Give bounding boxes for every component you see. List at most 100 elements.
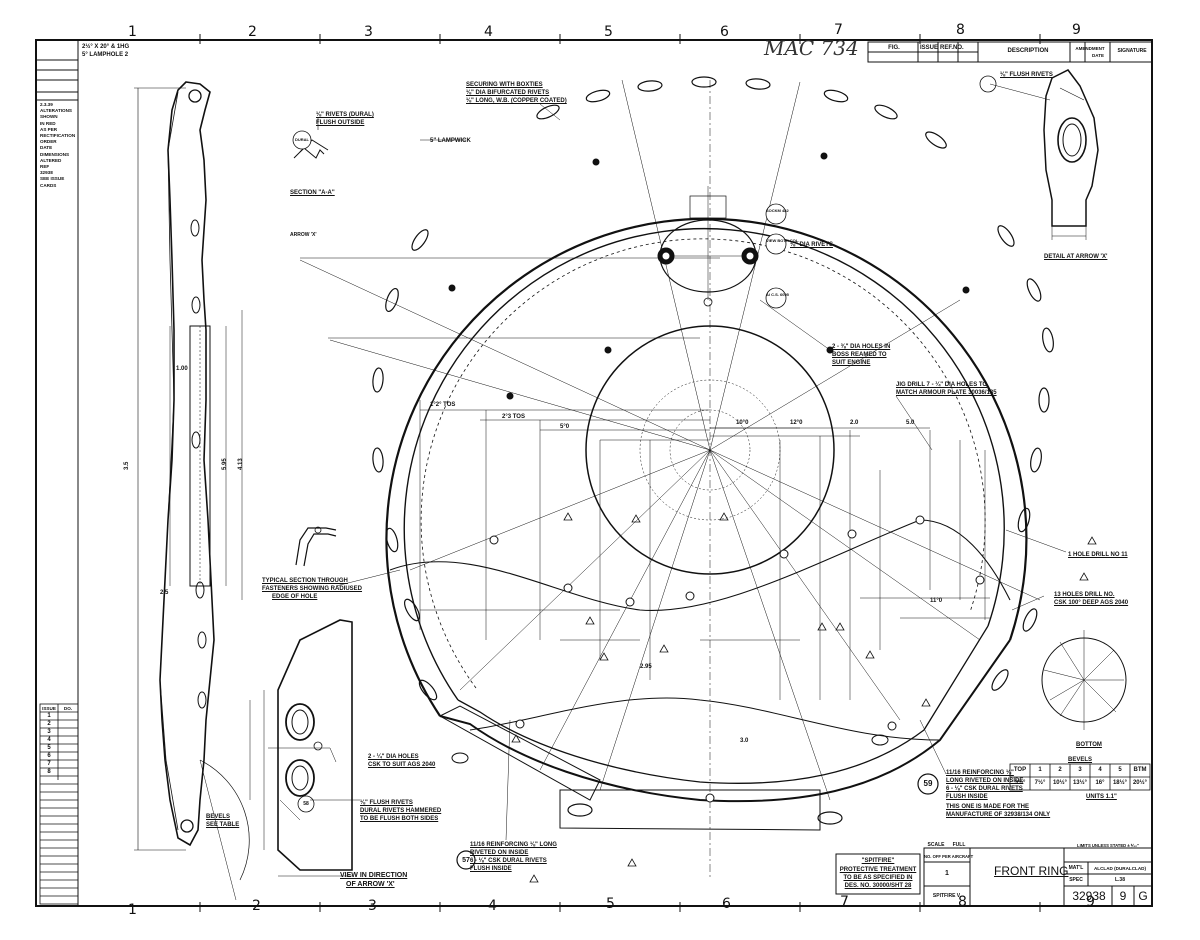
grid-number-bottom-4: 4: [488, 898, 497, 914]
dim-boss-height: 5.95: [222, 458, 228, 470]
revision-block: [867, 41, 1153, 63]
bevels-value: 13½°: [1072, 780, 1088, 786]
grid-number-top-1: 1: [128, 24, 137, 40]
left-note: REF: [40, 164, 50, 170]
grid-number-top-3: 3: [364, 24, 373, 40]
callout-flush-rivets-top: ⅛" FLUSH RIVETS: [1000, 72, 1053, 78]
left-note: IN RED: [40, 120, 56, 126]
left-notes-column: 2.3.39 ALTERATIONS SHOWN IN RED AS PER R…: [40, 102, 78, 189]
tb-mat-value: ALCLAD (DURALCLAD): [1093, 866, 1147, 871]
callout-reinforcing-1: 11/16 REINFORCING ⅛" LONG: [470, 842, 557, 848]
bevels-value: 16°: [1095, 780, 1105, 786]
circle-58: 58: [303, 801, 309, 807]
grid-number-bottom-8: 8: [958, 894, 967, 910]
tb-no-off-value: 1: [945, 870, 949, 877]
callout-copper: ⅛" LONG, W.B. (COPPER COATED): [466, 98, 567, 104]
issue-row: 6: [47, 753, 51, 759]
typical-section-sketch: [295, 526, 337, 567]
bevels-value: 7½°: [1034, 780, 1046, 786]
callout-detail-arrow: DETAIL AT ARROW 'X': [1044, 254, 1108, 260]
rivet-label-view: VIEW BOTH COL.: [766, 238, 800, 243]
rivet-markers: [292, 75, 997, 870]
grid-number-bottom-9: 9: [1086, 894, 1095, 910]
callout-flush-both: TO BE FLUSH BOTH SIDES: [360, 816, 439, 822]
left-note: DIMENSIONS: [40, 151, 70, 157]
grid-number-top-4: 4: [484, 24, 493, 40]
grid-number-bottom-2: 2: [252, 898, 261, 914]
callout-boss-reamed: BOSS REAMED TO: [832, 352, 887, 358]
rivet-label-al: Al C.S. 6005: [766, 292, 789, 297]
ring-dim: 5°0: [560, 424, 570, 430]
callout-bevels-left: BEVELS: [206, 814, 231, 820]
spitfire-box-frame: [835, 853, 921, 895]
left-note: SEE ISSUE: [40, 176, 65, 182]
handwritten-reference: MAC 734: [764, 36, 859, 60]
spitfire-box-line: TO BE AS SPECIFIED IN: [843, 875, 913, 881]
issue-row: 5: [47, 745, 51, 751]
detail-arrow-x: [1043, 69, 1099, 240]
left-note: SHOWN: [40, 114, 58, 120]
leader-lines: [279, 83, 1067, 841]
rivet-label-sockm: SOCKM 482: [766, 208, 789, 213]
callout-armour-plate: MATCH ARMOUR PLATE 30036/135: [896, 390, 997, 396]
left-note: DATE: [40, 145, 53, 151]
grid-number-top-5: 5: [604, 24, 613, 40]
issue-row: 8: [47, 769, 51, 775]
tb-spec-label: SPEC: [1069, 877, 1083, 883]
bevels-header: 4: [1098, 767, 1102, 773]
callout-see-table: SEE TABLE: [206, 822, 240, 828]
issue-row: 1: [47, 713, 51, 719]
circle-57: 57: [462, 857, 470, 864]
tb-spec-value: L.38: [1114, 877, 1125, 883]
callout-csk-holes: CSK TO SUIT AGS 2040: [368, 762, 436, 768]
callout-reinforcing-4: FLUSH INSIDE: [470, 866, 512, 872]
left-note: 2.3.39: [40, 102, 53, 107]
rev-header-description: DESCRIPTION: [1007, 48, 1049, 54]
dim-width: 1.00: [176, 366, 188, 372]
grid-number-top-8: 8: [956, 22, 965, 38]
tb-scale-value: FULL: [952, 842, 966, 848]
callout-drill-hole: 1 HOLE DRILL NO 11: [1068, 552, 1128, 558]
grid-number-bottom-1: 1: [128, 902, 137, 918]
left-note: ORDER: [40, 139, 57, 145]
left-profile-view: [134, 81, 250, 901]
callout-holes-13-a: 13 HOLES DRILL NO.: [1054, 592, 1115, 598]
bevels-table-frame: [1009, 763, 1151, 791]
left-note: ALTERED: [40, 157, 62, 163]
dim-lower: 2.5: [160, 590, 169, 596]
callout-reinforcing-2: RIVETED ON INSIDE: [470, 850, 529, 856]
spitfire-box-line: DES. NO. 30000/SHT 28: [844, 883, 912, 889]
bevels-value: 3½°: [1014, 780, 1026, 786]
grid-number-bottom-3: 3: [368, 898, 377, 914]
callout-reinf-right-1: 11/16 REINFORCING ⅛": [946, 770, 1014, 776]
rev-header-ref: REF.NO.: [940, 45, 964, 51]
dim-overall-height: 3.5: [124, 461, 130, 470]
front-ring-main-view: [299, 76, 1054, 880]
bevels-value: 18½°: [1112, 780, 1128, 786]
grid-number-bottom-5: 5: [606, 896, 615, 912]
ring-dim: 5.0: [906, 420, 915, 426]
left-note: AS PER: [40, 126, 58, 132]
bevels-value: 10½°: [1052, 780, 1068, 786]
tb-part-number: 32938: [1072, 889, 1106, 903]
tb-mat-label: MAT'L: [1068, 865, 1084, 871]
tb-limits: LIMITS UNLESS STATED ± ⅟₃₂": [1077, 843, 1139, 848]
view-arrow-x: [249, 619, 353, 877]
tb-issue-letter: G: [1138, 889, 1148, 903]
drawing-title: FRONT RING: [994, 864, 1069, 878]
rev-header-amendment: AMENDMENT: [1075, 46, 1105, 51]
circle-59: 59: [923, 779, 933, 788]
grid-number-top-7: 7: [834, 22, 843, 38]
ring-dim: 12°0: [790, 420, 803, 426]
callout-bifurcated: ⅛" DIA BIFURCATED RIVETS: [466, 90, 550, 96]
bevels-header: 3: [1078, 767, 1082, 773]
bevels-header-btm: BTM: [1133, 767, 1147, 773]
callout-jig-drill: JIG DRILL 7 - ¼" DIA HOLES TO: [896, 382, 988, 388]
left-note: 32938: [40, 170, 53, 176]
callout-reinforcing-3: 6 - ⅛" CSK DURAL RIVETS: [470, 858, 547, 864]
callout-reinf-right-3: 6 - ⅛" CSK DURAL RIVETS: [946, 786, 1023, 792]
tb-sheet: 9: [1119, 889, 1127, 903]
callout-typical-section-3: EDGE OF HOLE: [272, 594, 318, 600]
left-note: CARDS: [40, 182, 57, 188]
callout-reinf-right-2: LONG RIVETED ON INSIDE: [946, 778, 1024, 784]
